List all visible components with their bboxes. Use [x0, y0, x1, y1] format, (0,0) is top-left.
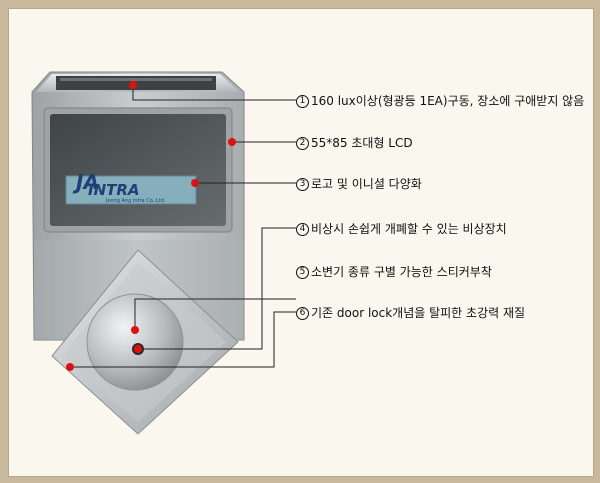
callout-number: 2 — [296, 136, 309, 150]
callout-number: 3 — [296, 177, 309, 191]
callout-text: 소변기 종류 구별 가능한 스티커부착 — [311, 265, 492, 279]
callout-5: 5 소변기 종류 구별 가능한 스티커부착 — [296, 264, 492, 280]
callout-text: 기존 door lock개념을 탈피한 초강력 재질 — [311, 306, 526, 320]
handle-dome — [86, 293, 184, 391]
callout-3: 3 로고 및 이니셜 다양화 — [296, 176, 422, 192]
callout-number: 5 — [296, 265, 309, 279]
callout-6: 6 기존 door lock개념을 탈피한 초강력 재질 — [296, 305, 525, 321]
callout-text: 55*85 초대형 LCD — [311, 136, 413, 150]
callout-1: 1 160 lux이상(형광등 1EA)구동, 장소에 구애받지 않음 — [296, 93, 584, 109]
logo-brand: INTRA — [88, 181, 140, 199]
callout-4: 4 비상시 손쉽게 개폐할 수 있는 비상장치 — [296, 221, 507, 237]
logo-company: Jeong Ang Intra Co.,Ltd. — [105, 198, 166, 204]
leader-lines — [70, 85, 296, 368]
callout-2: 2 55*85 초대형 LCD — [296, 135, 413, 151]
callout-text: 비상시 손쉽게 개폐할 수 있는 비상장치 — [311, 222, 507, 236]
callout-number: 1 — [296, 94, 309, 108]
callout-markers — [66, 81, 236, 371]
logo-band — [65, 175, 197, 205]
svg-text:JA: JA — [72, 170, 99, 194]
callout-text: 160 lux이상(형광등 1EA)구동, 장소에 구애받지 않음 — [311, 94, 585, 108]
callout-number: 4 — [296, 222, 309, 236]
callout-number: 6 — [296, 306, 309, 320]
callout-text: 로고 및 이니셜 다양화 — [311, 177, 422, 191]
